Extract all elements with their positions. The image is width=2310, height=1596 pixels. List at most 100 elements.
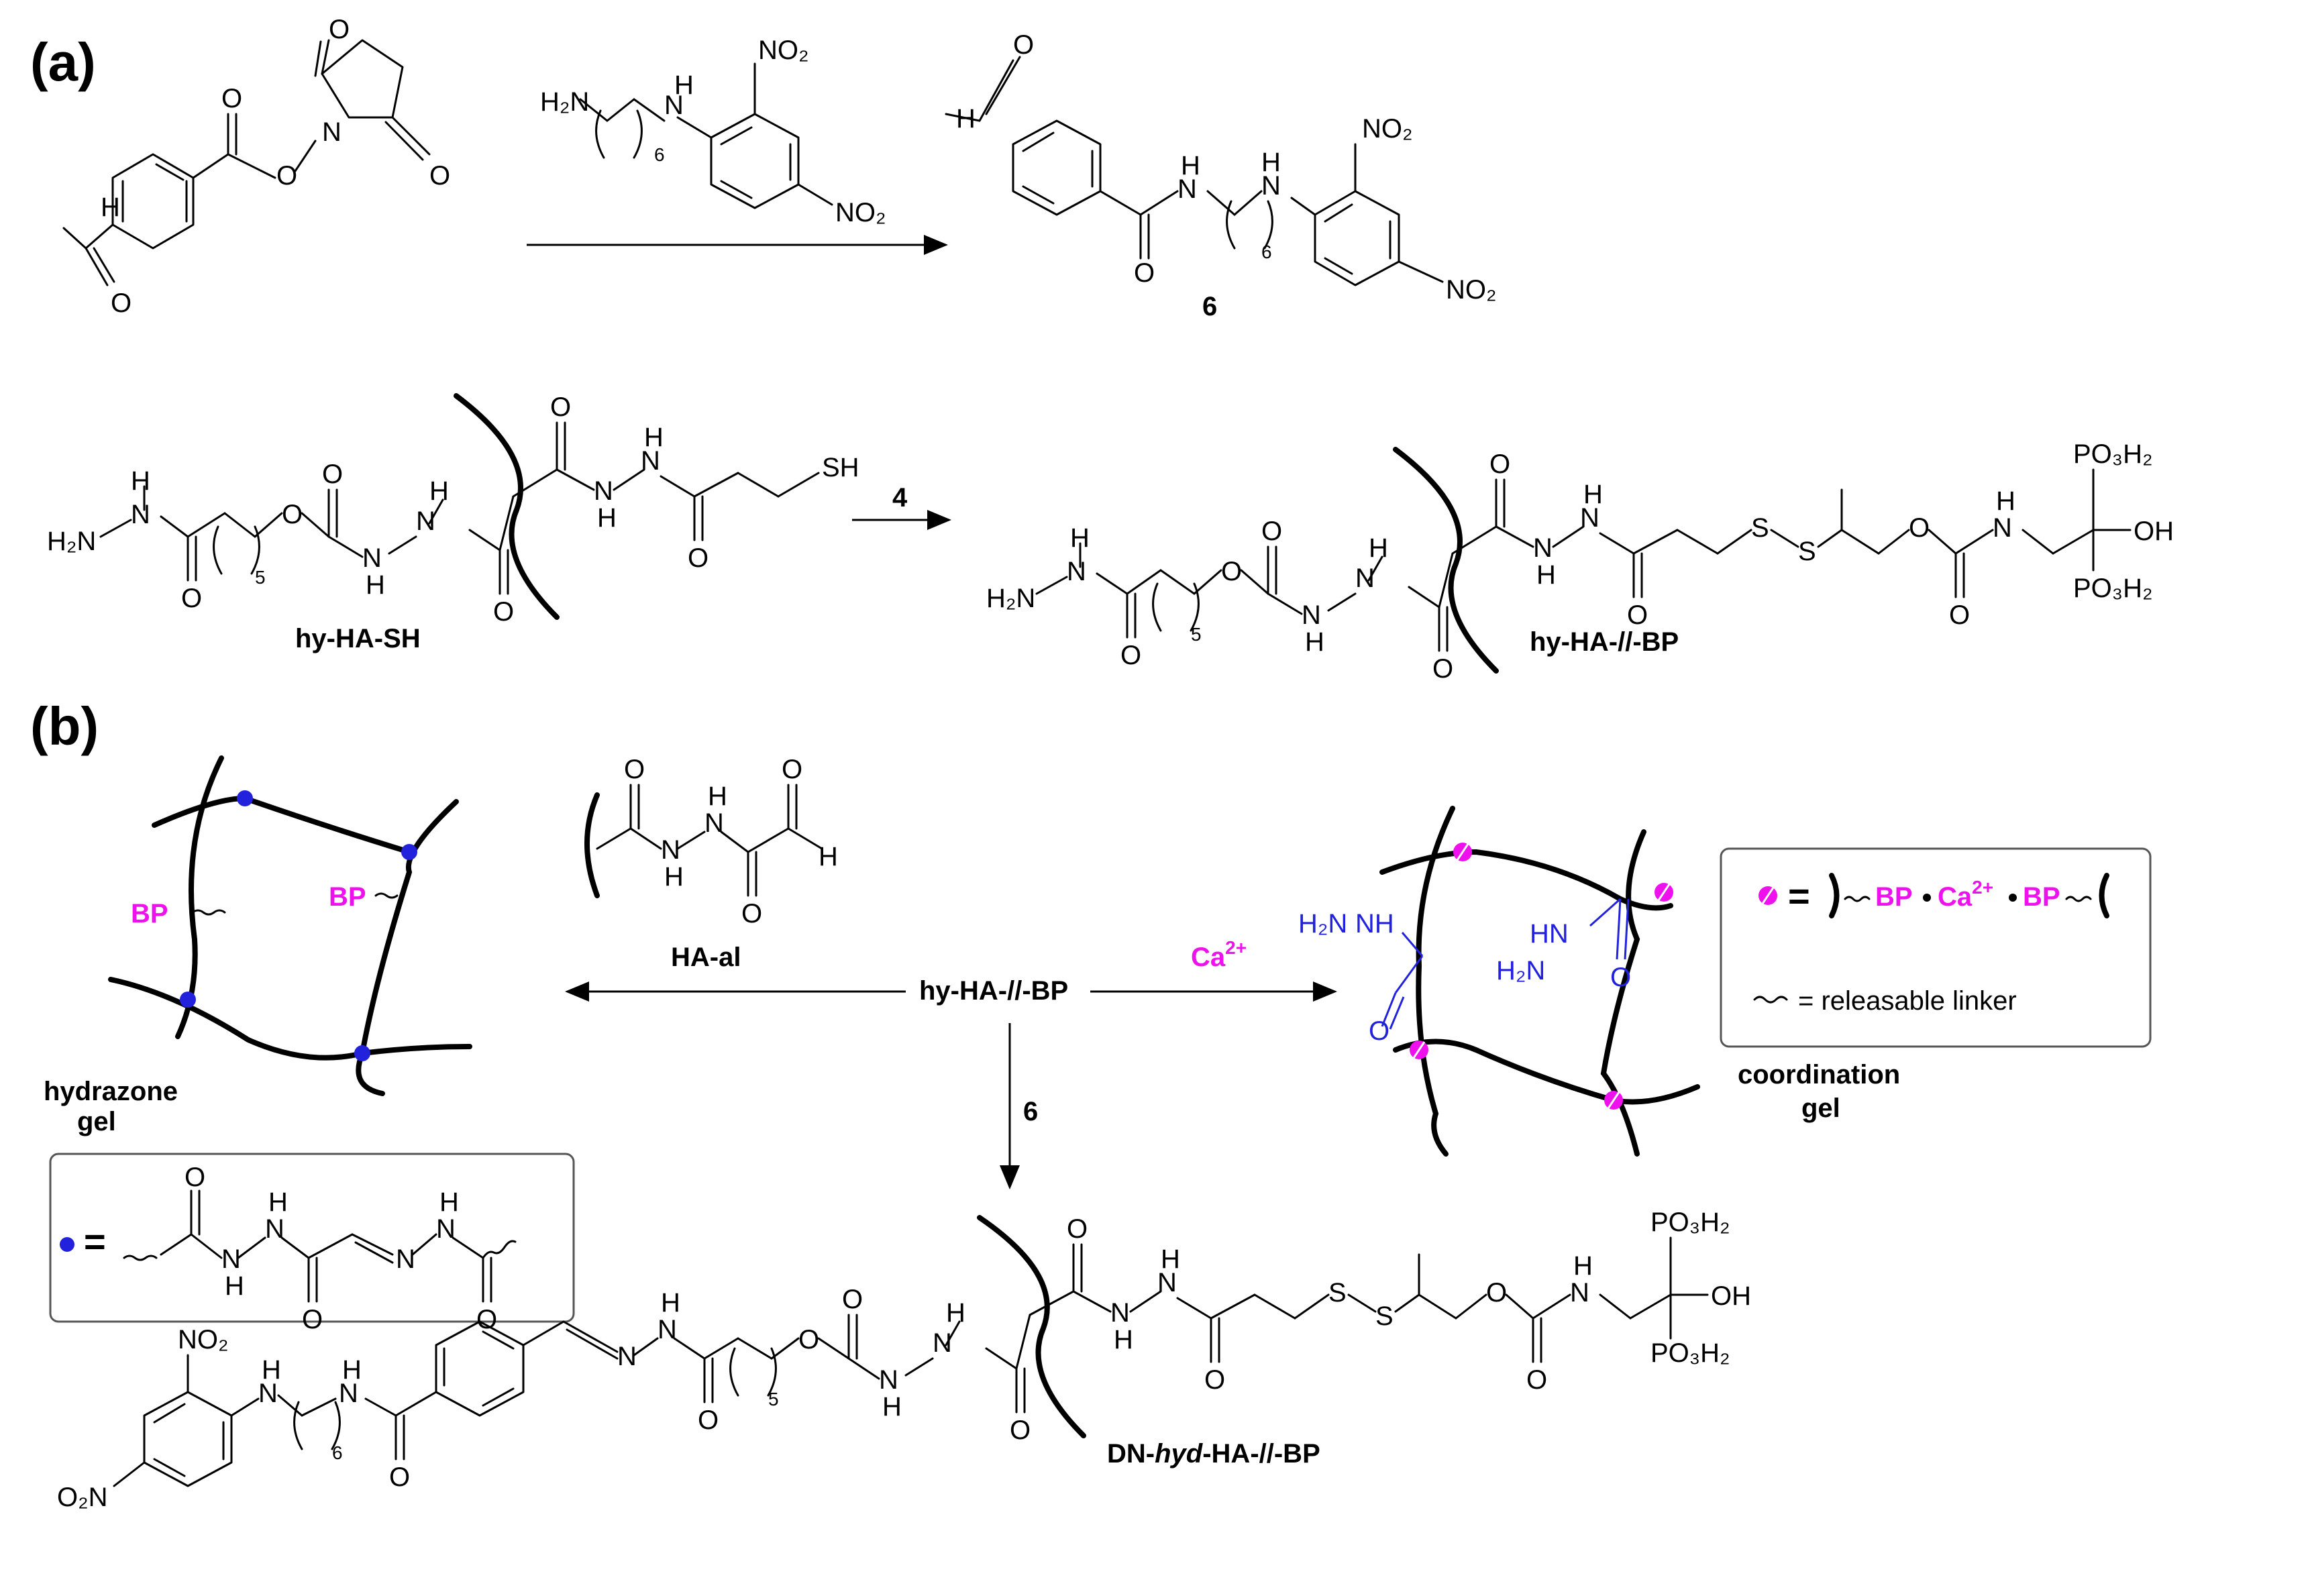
hybp-o7: O: [1909, 513, 1930, 543]
legend-node-icon: [60, 1237, 74, 1252]
legend-n1: N: [221, 1244, 241, 1274]
pendant-hydrazide-right: [1589, 898, 1630, 960]
hybp-h2: H: [1305, 627, 1324, 657]
coord-h2n-left: H₂N: [1298, 909, 1347, 939]
coordination-crosslink-marker: [1604, 1091, 1623, 1110]
legend-coord-marker-icon: [1758, 886, 1777, 905]
p6-amide-n: N: [1177, 174, 1197, 204]
ester-carbonyl-o: O: [221, 84, 242, 113]
amine-h: H: [674, 70, 694, 100]
reagent-4-label: 4: [892, 483, 908, 513]
hydrazone-legend-box: [49, 1153, 575, 1323]
dn-amide-h: H: [342, 1355, 362, 1385]
hybp-o8: O: [1949, 600, 1970, 630]
hybp-h4: H: [1536, 560, 1556, 590]
hy-ha-bp-structure: [1035, 447, 2132, 674]
dn-po3h2-top: PO₃H₂: [1650, 1208, 1730, 1237]
hysh-o3: O: [322, 460, 343, 489]
compound-6-label: 6: [1202, 292, 1217, 321]
p6-amide-h: H: [1181, 151, 1200, 180]
hybp-s1: S: [1751, 513, 1769, 543]
legend-wavy-left: [1844, 896, 1871, 902]
dn-hydrazone-n: N: [658, 1315, 677, 1344]
hybp-h5: H: [1583, 480, 1603, 509]
hydrazone-gel-label-2: gel: [77, 1107, 116, 1136]
hub-compound-label: hy-HA-//-BP: [919, 976, 1068, 1006]
p6-amide-o: O: [1134, 258, 1155, 288]
dn-h2: H: [882, 1392, 902, 1422]
legend-linker-icon: [1753, 996, 1788, 1004]
haal-o3: O: [782, 755, 802, 784]
dn-o6: O: [1204, 1365, 1225, 1395]
p6-amine-n: N: [1261, 171, 1281, 201]
hysh-h4: H: [597, 503, 617, 533]
legend-ca-ion: Ca2+: [1938, 877, 1993, 912]
ester-o: O: [276, 161, 297, 191]
dn-h6: H: [1573, 1251, 1593, 1281]
dn-no2-top: NO₂: [178, 1325, 229, 1354]
dn-o7: O: [1486, 1278, 1507, 1308]
p6-aldehyde-o: O: [1013, 30, 1034, 60]
legend-n2: N: [265, 1214, 284, 1244]
p6-chain-6: 6: [1261, 242, 1272, 262]
hysh-n3: N: [416, 507, 435, 536]
hybp-po3h2-top: PO₃H₂: [2073, 439, 2153, 469]
aldehyde-h: H: [101, 193, 120, 222]
dn-amine-h: H: [262, 1355, 281, 1385]
hybp-h2n: H₂N: [986, 584, 1035, 613]
amine-no2-top: NO₂: [758, 36, 809, 65]
hysh-o2: O: [282, 500, 303, 529]
dn-o2: O: [798, 1325, 819, 1354]
legend-bullet-1: [1923, 894, 1931, 902]
hy-ha-sh-label: hy-HA-SH: [295, 624, 421, 653]
dn-chain-6: 6: [332, 1442, 343, 1463]
legend-h2: H: [268, 1187, 288, 1217]
hysh-h1: H: [131, 466, 150, 496]
p6-no2-bottom: NO₂: [1446, 275, 1497, 305]
imide-o-top: O: [329, 15, 350, 44]
imide-n: N: [322, 117, 342, 147]
product-6-structure: [945, 56, 1444, 286]
dn-h3: H: [946, 1298, 965, 1328]
amine-h2n: H₂N: [540, 87, 589, 117]
dn-n6: N: [1570, 1278, 1589, 1308]
dn-n4: N: [1110, 1298, 1130, 1328]
imide-o-bottom: O: [429, 161, 450, 191]
p6-aldehyde-h: H: [956, 104, 976, 134]
coordination-gel-label: coordination: [1738, 1060, 1900, 1089]
hybp-oh: OH: [2134, 517, 2174, 546]
hybp-n4: N: [1533, 533, 1553, 563]
legend-bracket-left: [1829, 873, 1840, 918]
legend-o1: O: [185, 1163, 205, 1192]
dn-s1: S: [1328, 1278, 1347, 1308]
hybp-o2: O: [1221, 557, 1242, 586]
hydrazone-crosslink-node: [401, 844, 417, 860]
dn-n2: N: [879, 1365, 898, 1395]
hybp-o1: O: [1120, 641, 1141, 670]
haal-h1: H: [664, 862, 684, 892]
coordination-gel-label-2: gel: [1801, 1094, 1840, 1123]
legend-o2: O: [302, 1305, 323, 1334]
hysh-n4: N: [594, 476, 613, 506]
hysh-n2: N: [362, 543, 382, 573]
hysh-o5: O: [550, 392, 571, 422]
aldehyde-o: O: [111, 288, 132, 318]
hybp-o4: O: [1432, 654, 1453, 684]
hy-ha-sh-structure: [99, 393, 820, 620]
p6-no2-top: NO₂: [1362, 114, 1413, 144]
bp-pendant-label: BP: [329, 882, 366, 912]
pendant-hydrazide-left: [1381, 932, 1424, 1030]
hydrazone-crosslink-structure: [123, 1189, 517, 1303]
ca-ion-label: Ca2+: [1191, 937, 1247, 972]
dn-o5: O: [1067, 1214, 1088, 1244]
amine-no2-bottom: NO₂: [835, 198, 886, 227]
hy-ha-bp-label: hy-HA-//-BP: [1530, 627, 1679, 657]
hybp-n5: N: [1580, 503, 1599, 533]
hydrazone-crosslink-node: [180, 992, 196, 1008]
legend-bp-left: BP: [1875, 882, 1913, 912]
legend-equals: =: [84, 1220, 106, 1263]
reagent-6-label: 6: [1023, 1097, 1038, 1126]
legend-n3: N: [396, 1244, 415, 1274]
haal-o2: O: [741, 899, 762, 928]
dn-o8: O: [1526, 1365, 1547, 1395]
